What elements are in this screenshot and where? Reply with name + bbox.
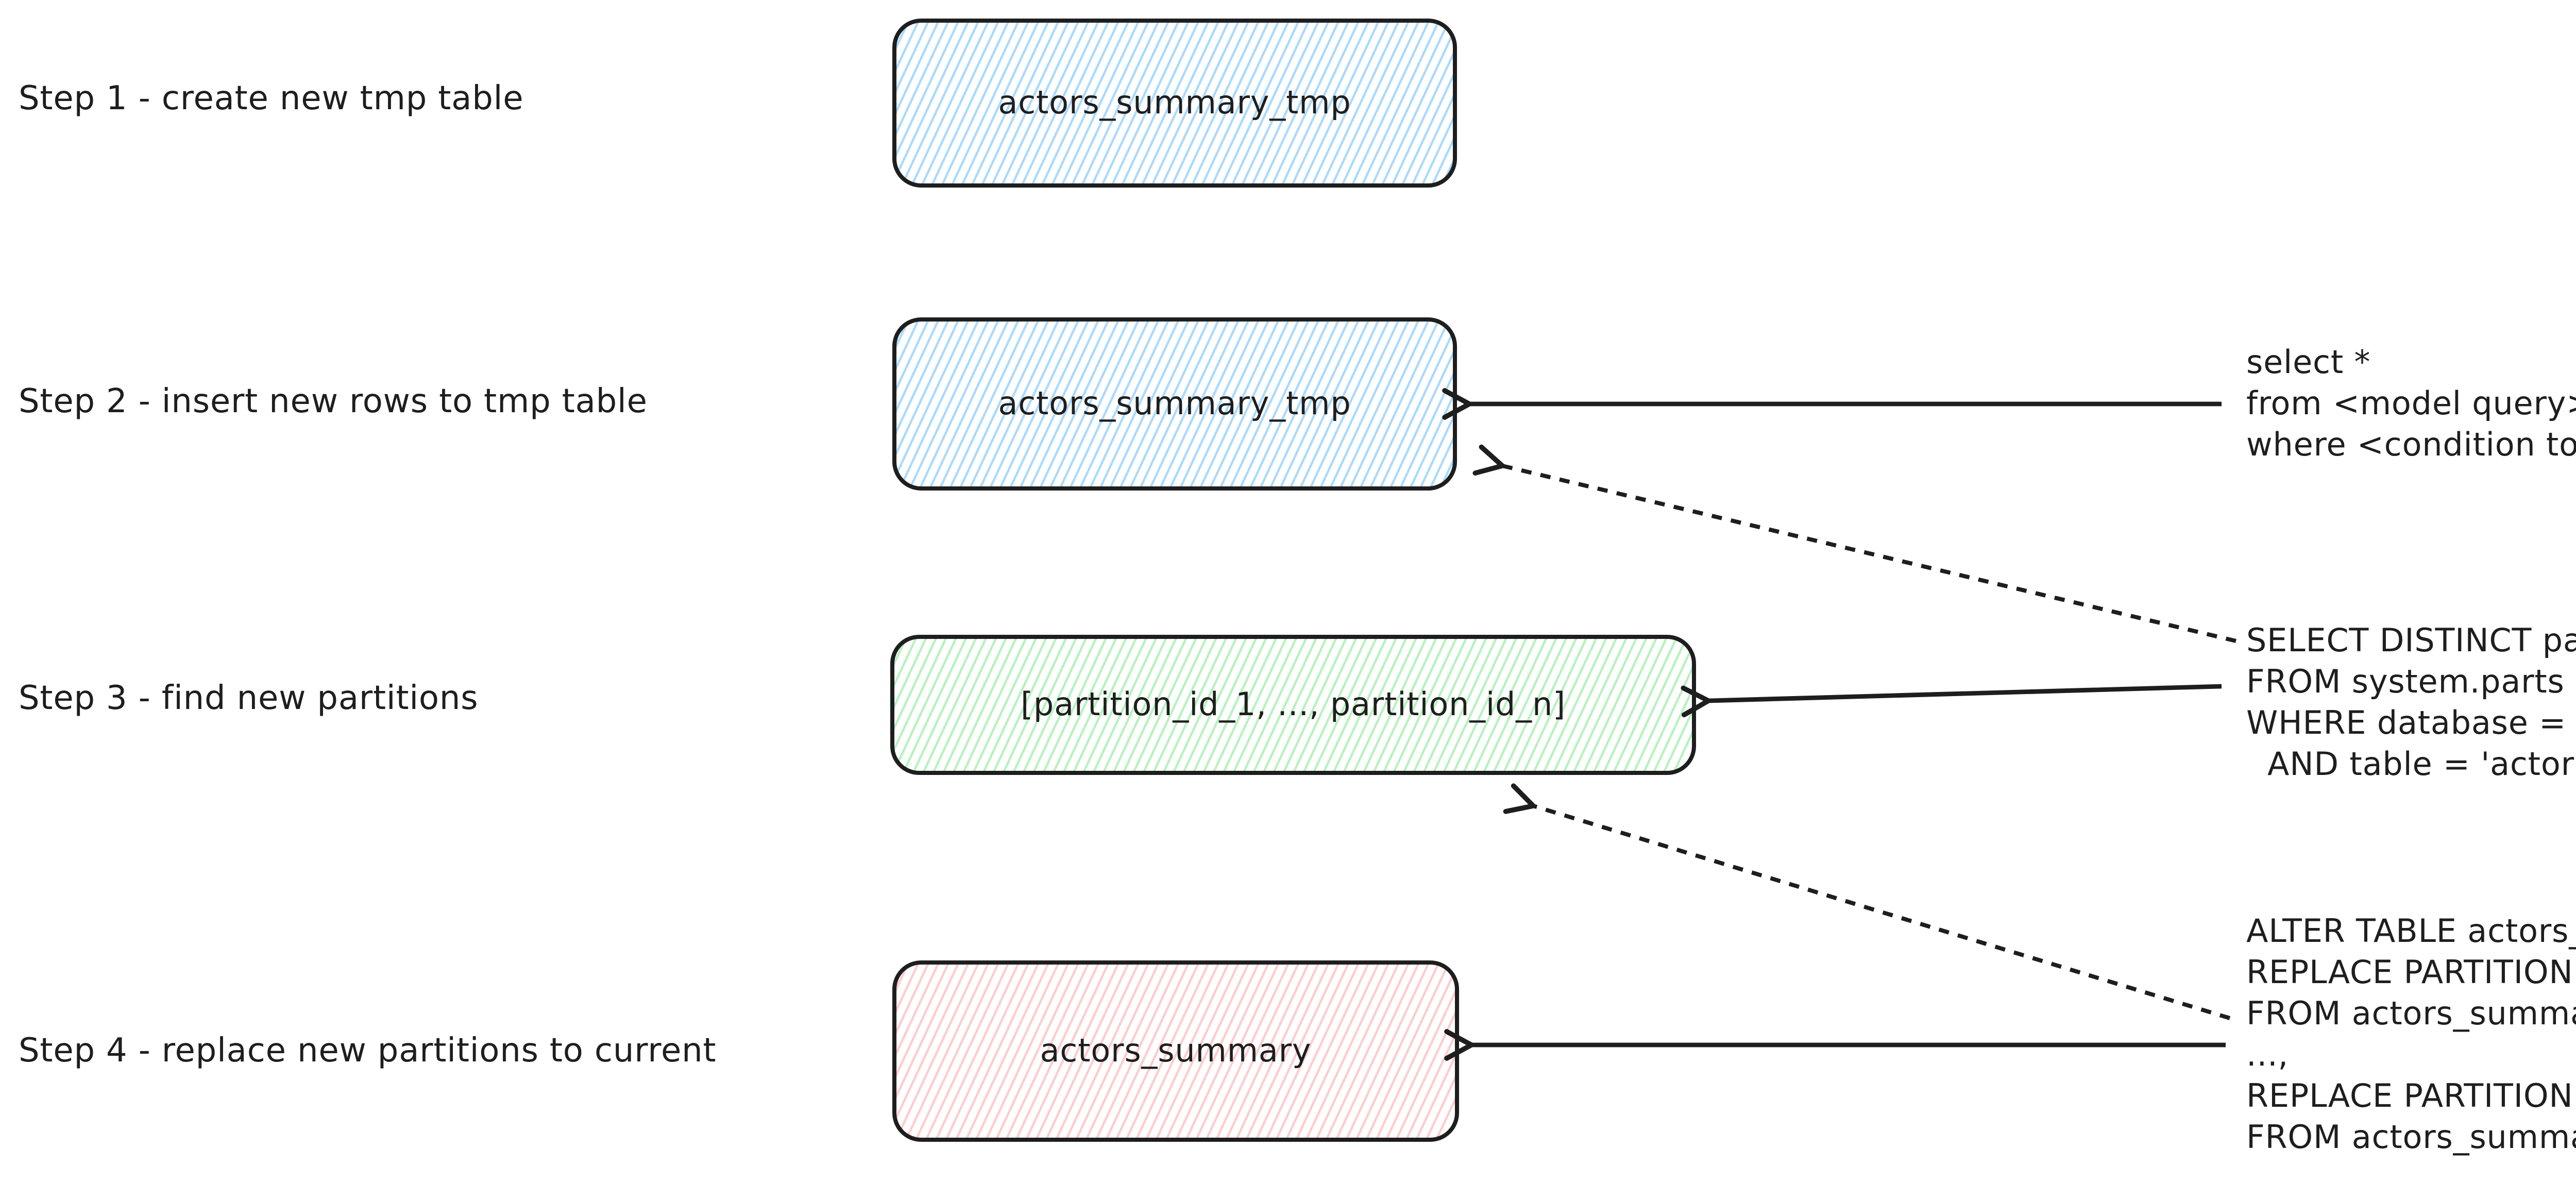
step1-node-box: actors_summary_tmp xyxy=(892,19,1457,188)
step2-node-box: actors_summary_tmp xyxy=(892,317,1457,491)
arrow-step3-sql-to-step2-node-dashed xyxy=(1502,466,2236,643)
step2-node-label: actors_summary_tmp xyxy=(998,385,1351,423)
step2-sql-text: select * from <model query> where <condi… xyxy=(2246,344,2576,464)
step3-label: Step 3 - find new partitions xyxy=(19,678,479,717)
step3-node-label: [partition_id_1, ..., partition_id_n] xyxy=(1020,686,1566,723)
step4-node-label: actors_summary xyxy=(1040,1033,1312,1070)
step3-node-box: [partition_id_1, ..., partition_id_n] xyxy=(890,635,1696,775)
arrow-step4-sql-to-step3-node-dashed xyxy=(1533,806,2231,1020)
step2-label: Step 2 - insert new rows to tmp table xyxy=(19,381,648,420)
step1-node-label: actors_summary_tmp xyxy=(998,85,1351,122)
step3-sql-text: SELECT DISTINCT partition_id FROM system… xyxy=(2246,622,2576,783)
arrow-step3-sql-to-step3-node xyxy=(1708,684,2222,701)
step4-node-box: actors_summary xyxy=(892,960,1459,1142)
step4-label: Step 4 - replace new partitions to curre… xyxy=(19,1031,717,1070)
step1-label: Step 1 - create new tmp table xyxy=(19,78,524,117)
step4-sql-text: ALTER TABLE actors_summary REPLACE PARTI… xyxy=(2246,913,2576,1156)
